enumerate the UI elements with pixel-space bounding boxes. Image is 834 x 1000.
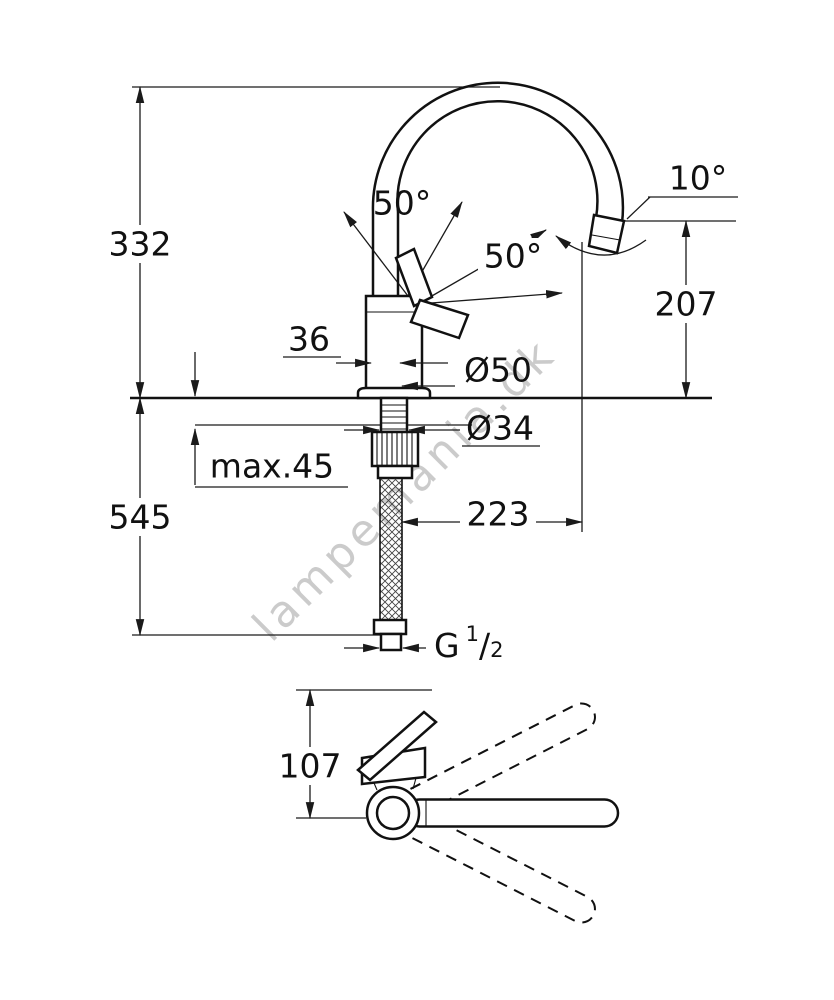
spout-swivel-plan-view xyxy=(356,702,620,924)
lever-plan xyxy=(356,710,438,782)
dimension-labels: 332 545 50° 50° 10° 207 36 Ø50 Ø34 max.4… xyxy=(109,159,728,786)
shank-threads xyxy=(381,404,407,430)
faucet-body xyxy=(364,294,424,392)
dim-overall-height-label: 332 xyxy=(109,225,172,264)
mounting-nut xyxy=(370,430,420,468)
reference-lines xyxy=(132,86,738,819)
base-link-right xyxy=(412,777,417,790)
spout-arc-outer xyxy=(371,81,625,224)
label-backgrounds xyxy=(104,225,722,785)
swing-arrow-10deg xyxy=(555,235,647,256)
faucet-front-view xyxy=(356,81,647,400)
base-flange xyxy=(356,386,432,400)
aerator-line xyxy=(591,234,621,241)
hose-collar xyxy=(376,464,414,480)
supply-hose xyxy=(379,477,403,621)
dim-spout-end-angle-label: 10° xyxy=(669,159,728,198)
spout-nozzle xyxy=(587,213,626,255)
dim-lever-swivel-angle-label: 50° xyxy=(484,237,543,276)
dim-pipe-width-label: 36 xyxy=(288,320,330,359)
dim-lever-open-angle-label: 50° xyxy=(373,184,432,223)
body-plan-inner xyxy=(375,795,411,831)
dim-below-deck-height-label: 545 xyxy=(109,498,172,537)
angle-leg-50b-lower xyxy=(417,289,564,305)
lever-handle xyxy=(394,247,434,308)
dim-plan-spout-offset-label: 107 xyxy=(279,747,342,786)
spout-arm xyxy=(404,798,620,828)
dim-body-diameter-label: Ø50 xyxy=(464,351,532,390)
threaded-shank xyxy=(379,396,409,434)
dim-outlet-height-label: 207 xyxy=(655,285,718,324)
dim-spout-reach-label: 223 xyxy=(467,495,530,534)
spout-arc-inner xyxy=(396,100,599,219)
base-link-left xyxy=(373,782,378,791)
hose-end-pipe xyxy=(379,632,403,652)
nut-knurling xyxy=(376,432,413,466)
leader-10deg xyxy=(626,196,651,220)
dim-hole-diameter-label: Ø34 xyxy=(466,409,534,448)
dim-max-deck-thickness-label: max.45 xyxy=(210,447,334,486)
lever-handle-swiveled xyxy=(409,298,470,340)
hose-end-nut xyxy=(372,618,408,636)
below-deck-hardware xyxy=(370,396,420,652)
